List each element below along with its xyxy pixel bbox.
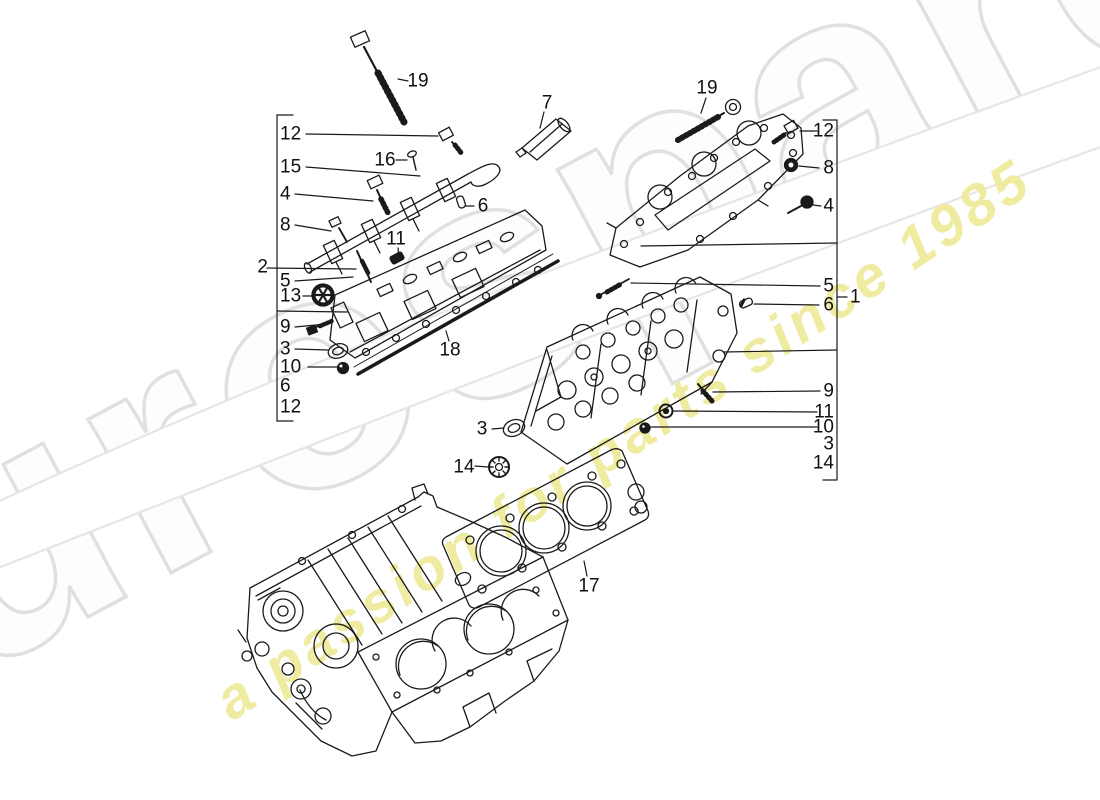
cylinder-head-drawing	[520, 276, 738, 465]
callout-2-assembly: 2	[257, 256, 268, 278]
callout-5-right: 5	[823, 275, 834, 297]
callout-10-left: 10	[280, 356, 302, 378]
valve-cover-drawing	[329, 209, 560, 376]
chain-cover-plate-drawing	[606, 113, 804, 268]
callout-15: 15	[280, 156, 302, 178]
callout-13: 13	[280, 285, 302, 307]
callout-5-left: 5	[280, 270, 291, 292]
callout-9-right: 9	[823, 380, 834, 402]
callout-19-left: 19	[407, 70, 429, 92]
callout-8-right: 8	[823, 157, 834, 179]
callout-14-center: 14	[453, 456, 475, 478]
callout-6-right: 6	[823, 294, 834, 316]
callout-4-left: 4	[280, 183, 291, 205]
callout-7: 7	[541, 92, 553, 114]
callout-18: 18	[439, 339, 461, 361]
callout-6-left: 6	[280, 375, 291, 397]
callout-19-right: 19	[696, 77, 718, 99]
callout-9-left: 9	[280, 316, 291, 338]
head-gasket-drawing	[441, 448, 650, 609]
callout-3-left: 3	[280, 338, 291, 360]
callout-12-right: 12	[812, 120, 834, 142]
callout-3-right: 3	[823, 433, 834, 455]
callout-12-left-bottom: 12	[280, 396, 302, 418]
callout-12-left-top: 12	[280, 123, 302, 145]
callout-lines	[266, 78, 848, 577]
callout-3-center: 3	[476, 418, 488, 440]
callout-1-assembly: 1	[850, 286, 861, 308]
callout-11-right: 11	[814, 401, 834, 423]
callout-10-right: 10	[812, 416, 834, 438]
callout-4-right: 4	[823, 195, 834, 217]
callout-17: 17	[578, 575, 600, 597]
engine-block-drawing	[237, 483, 569, 757]
callout-6-top: 6	[477, 195, 489, 217]
fasteners-drawing	[305, 30, 814, 478]
fuel-rail-drawing	[303, 163, 501, 275]
callout-8-left: 8	[280, 214, 291, 236]
callout-11-top: 11	[386, 228, 406, 250]
callout-14-right: 14	[812, 452, 834, 474]
swoosh-ribbon	[0, 66, 1100, 569]
callout-16: 16	[374, 149, 396, 171]
